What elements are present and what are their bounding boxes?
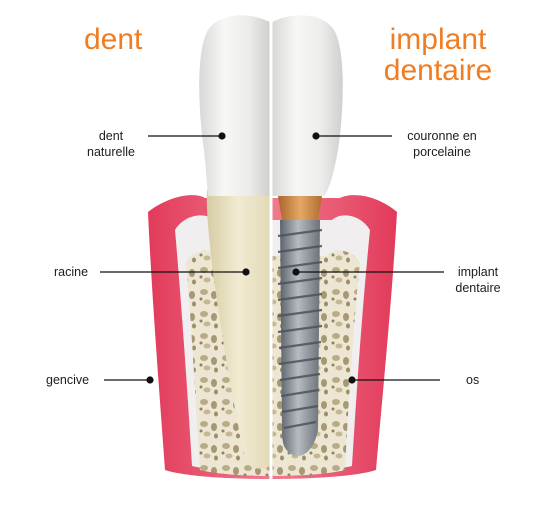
- bone-area: [186, 250, 360, 476]
- title-dental-implant: implant dentaire: [368, 24, 508, 86]
- abutment: [278, 196, 322, 220]
- label-implant-line2: dentaire: [455, 281, 501, 295]
- label-porcelain-crown: couronne en porcelaine: [392, 128, 492, 160]
- label-implant-line1: implant: [457, 265, 499, 279]
- label-natural-tooth-line2: naturelle: [87, 145, 135, 159]
- label-natural-tooth: dent naturelle: [72, 128, 150, 160]
- implant-threads: [277, 228, 323, 430]
- label-dental-implant: implant dentaire: [446, 264, 510, 296]
- natural-root: [206, 190, 270, 469]
- label-natural-tooth-line1: dent: [98, 129, 124, 143]
- title-natural-tooth: dent: [84, 23, 143, 56]
- label-crown-line1: couronne en: [407, 129, 477, 143]
- label-gum: gencive: [46, 373, 90, 387]
- label-root: racine: [54, 265, 89, 279]
- porcelain-crown: [272, 15, 343, 197]
- leader-lines: [100, 132, 444, 384]
- natural-crown: [199, 15, 270, 197]
- implant-screw: [280, 220, 320, 456]
- title-implant-line1: implant: [389, 23, 487, 56]
- title-implant-line2: dentaire: [383, 54, 493, 87]
- label-crown-line2: porcelaine: [413, 145, 471, 159]
- label-bone: os: [466, 373, 480, 387]
